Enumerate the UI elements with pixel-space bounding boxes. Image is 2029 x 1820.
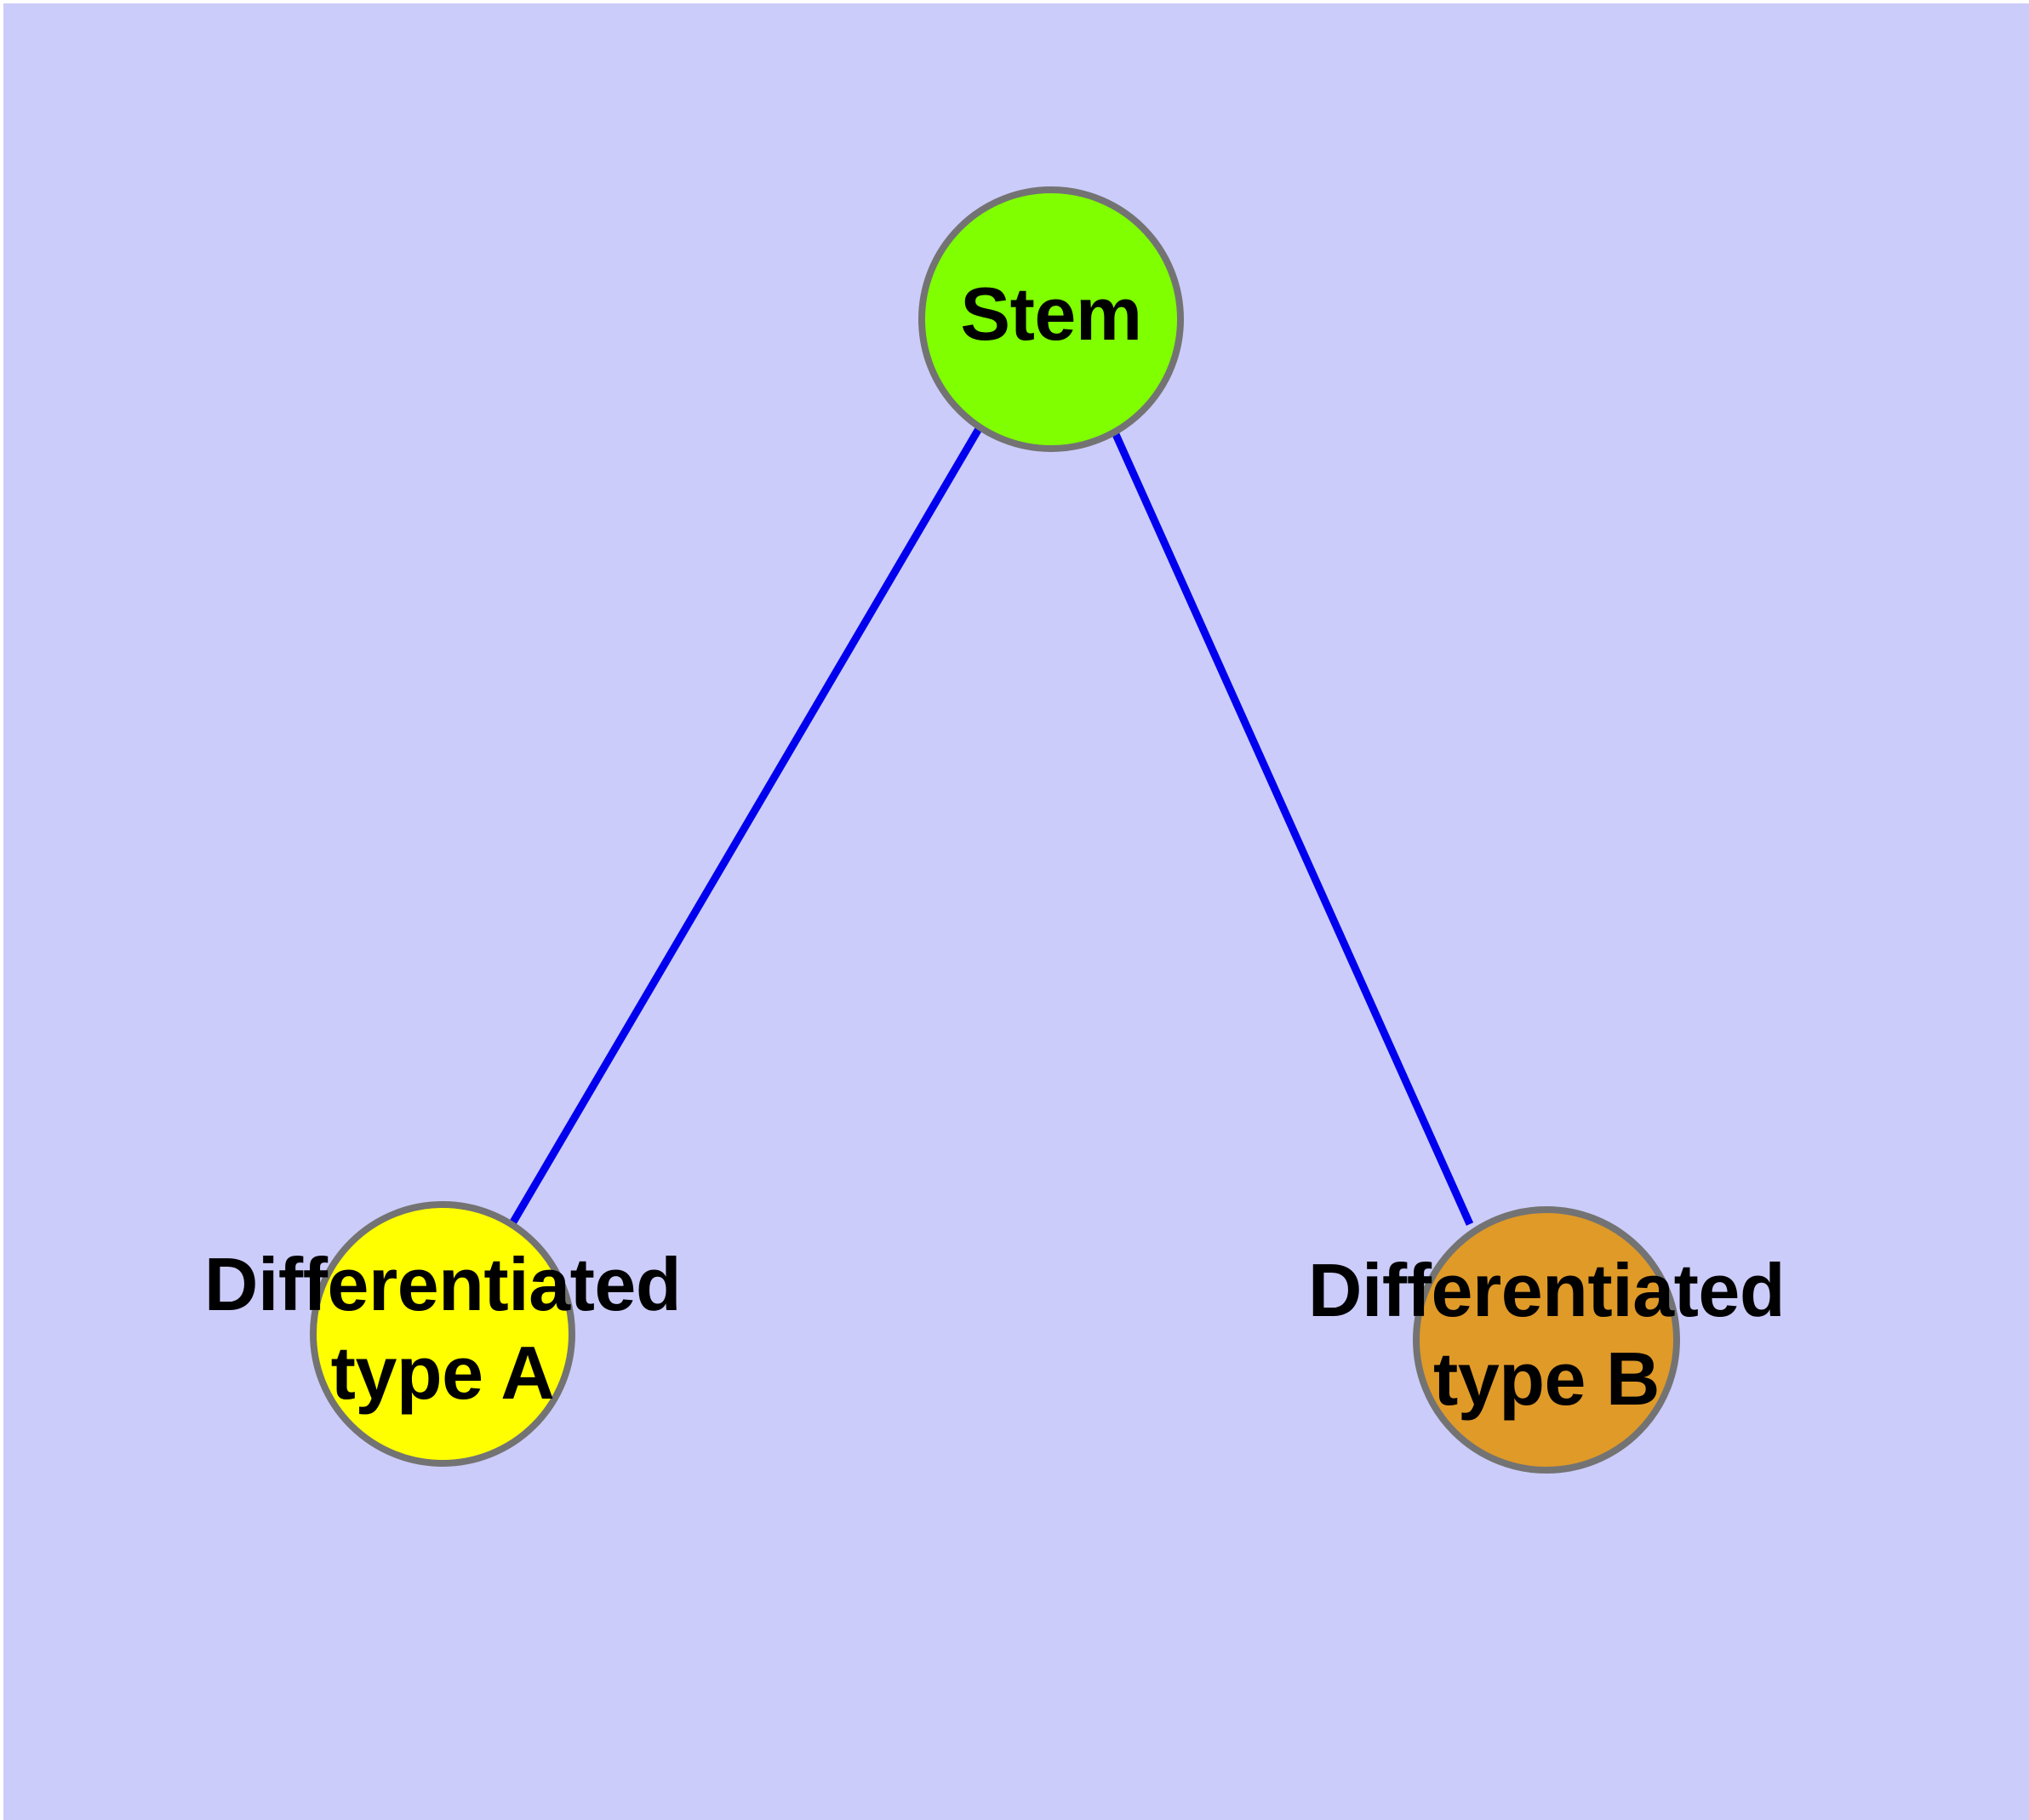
nodes-layer [310, 186, 1680, 1474]
edges-layer [508, 425, 1474, 1228]
graph-node-stem[interactable] [918, 186, 1184, 452]
graph-node-diff_a[interactable] [310, 1201, 575, 1467]
graph-edge-stem-diff_a[interactable] [508, 425, 983, 1228]
graph-edge-stem-diff_b[interactable] [1111, 431, 1474, 1226]
graph-node-diff_b[interactable] [1413, 1206, 1680, 1474]
